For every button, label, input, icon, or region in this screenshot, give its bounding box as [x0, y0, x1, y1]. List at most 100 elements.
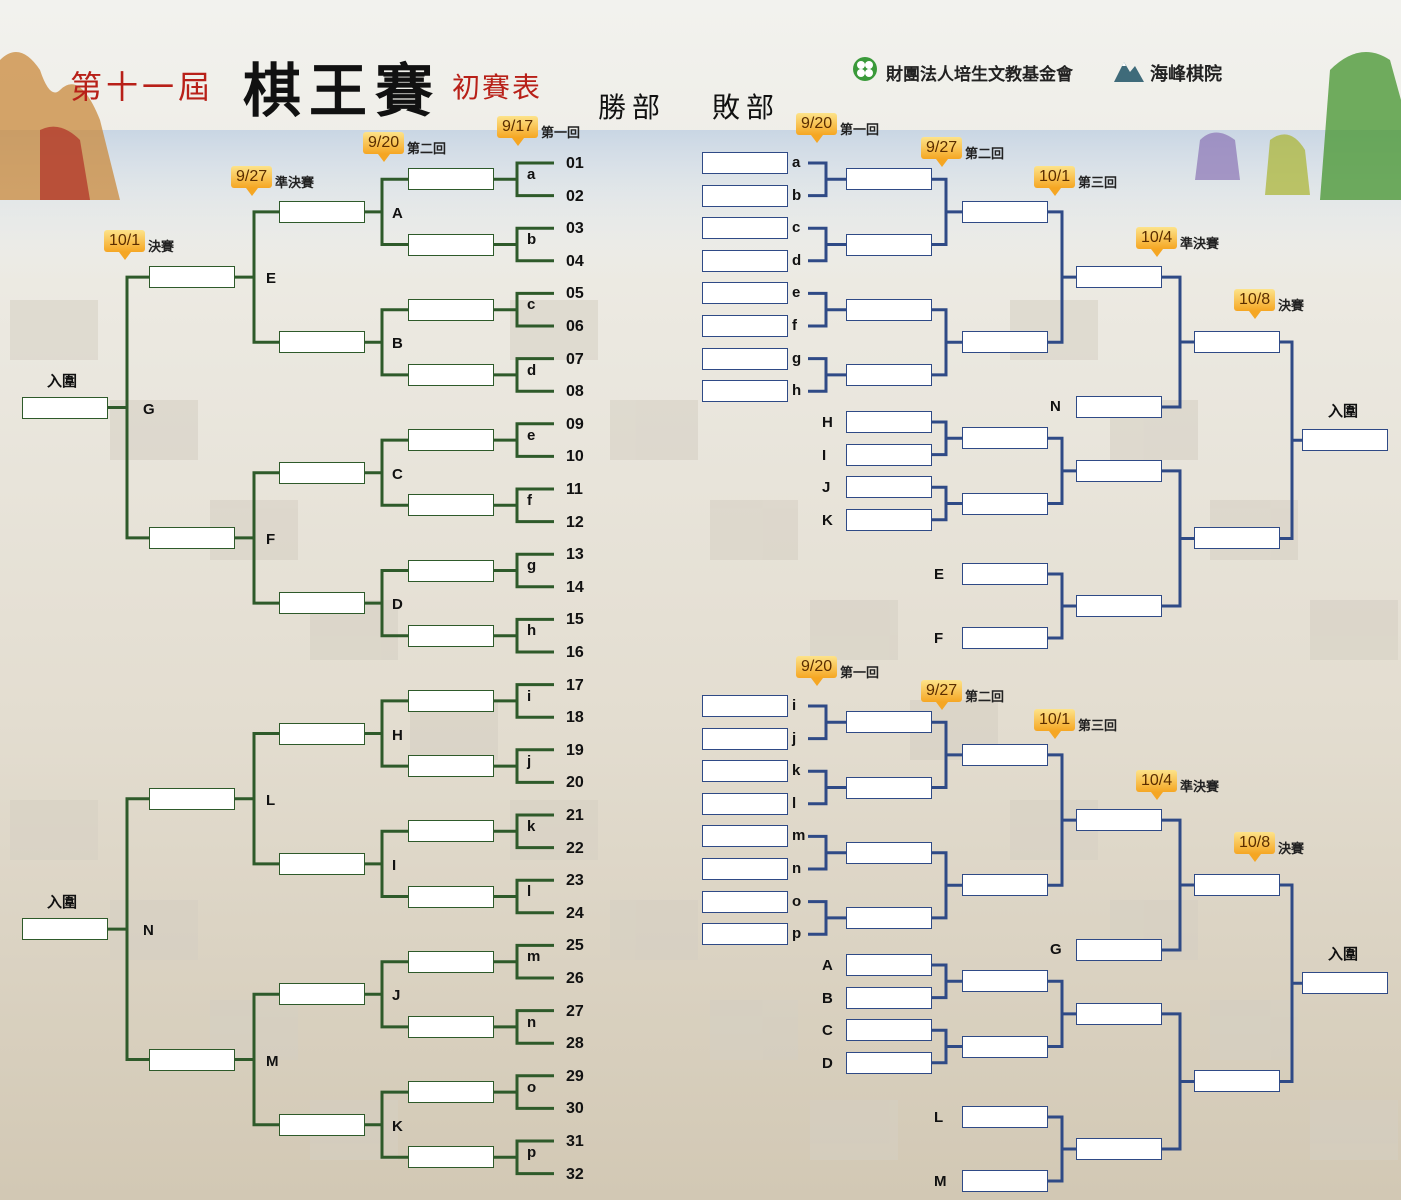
- losers-round1-winner-box[interactable]: [846, 841, 932, 864]
- losers-round3-box[interactable]: [1076, 1138, 1162, 1160]
- losers-entry-box[interactable]: [846, 443, 932, 466]
- winners-round1-box[interactable]: [408, 168, 494, 191]
- winners-round1-box[interactable]: [408, 1015, 494, 1038]
- winners-round1-box[interactable]: [408, 233, 494, 256]
- winners-round1-box[interactable]: [408, 1146, 494, 1169]
- losers-qualifier-box[interactable]: [1302, 972, 1388, 995]
- losers-round1-box[interactable]: [702, 890, 788, 913]
- losers-final-box[interactable]: [1194, 874, 1280, 897]
- losers-entry-box[interactable]: [846, 1019, 932, 1042]
- losers-round1-box[interactable]: [702, 858, 788, 880]
- losers-round2-box[interactable]: [962, 331, 1048, 354]
- losers-round1-box[interactable]: [702, 825, 788, 848]
- player-number: 27: [566, 1002, 584, 1020]
- winners-semifinal-box[interactable]: [149, 526, 235, 549]
- losers-round1-box[interactable]: [702, 184, 788, 207]
- losers-round1-box[interactable]: [702, 315, 788, 337]
- match-label: d: [527, 361, 537, 379]
- losers-round1-box[interactable]: [702, 727, 788, 750]
- losers-round1-winner-box[interactable]: [846, 298, 932, 321]
- losers-round1-box[interactable]: [702, 380, 788, 403]
- winners-round1-box[interactable]: [408, 298, 494, 321]
- losers-round3-box[interactable]: [1076, 266, 1162, 289]
- losers-entry-box[interactable]: [846, 1051, 932, 1074]
- losers-round2-box[interactable]: [962, 743, 1048, 766]
- losers-round1-box[interactable]: [702, 152, 788, 174]
- qualified-label: 入圍: [47, 894, 78, 912]
- losers-round1-winner-box[interactable]: [846, 776, 932, 799]
- losers-qualifier-box[interactable]: [1302, 429, 1388, 452]
- losers-round1-box[interactable]: [702, 282, 788, 305]
- losers-entry-box[interactable]: [962, 563, 1048, 585]
- winners-round1-box[interactable]: [408, 429, 494, 452]
- losers-round2-box[interactable]: [962, 970, 1048, 993]
- losers-round1-box[interactable]: [702, 217, 788, 240]
- winners-round2-box[interactable]: [279, 1113, 365, 1136]
- losers-round1-winner-box[interactable]: [846, 906, 932, 929]
- winners-round1-box[interactable]: [408, 755, 494, 778]
- losers-entry-box[interactable]: [846, 508, 932, 531]
- losers-round2-box[interactable]: [962, 492, 1048, 515]
- winners-round1-box[interactable]: [408, 689, 494, 712]
- losers-round3-box[interactable]: [1076, 595, 1162, 617]
- losers-entry-box[interactable]: [962, 627, 1048, 649]
- losers-final-box[interactable]: [1194, 527, 1280, 550]
- losers-entry-box[interactable]: [846, 986, 932, 1009]
- losers-round2-box[interactable]: [962, 874, 1048, 897]
- losers-entry-box[interactable]: [962, 1170, 1048, 1192]
- winners-round1-box[interactable]: [408, 494, 494, 517]
- losers-round2-box[interactable]: [962, 200, 1048, 223]
- winners-round2-box[interactable]: [279, 331, 365, 354]
- losers-semifinal-entry-box[interactable]: [1076, 939, 1162, 961]
- match-label: o: [527, 1078, 537, 1096]
- bracket-line: [932, 420, 962, 457]
- losers-entry-box[interactable]: [846, 411, 932, 433]
- winners-semifinal-box[interactable]: [149, 266, 235, 289]
- losers-round1-winner-box[interactable]: [846, 363, 932, 386]
- bracket-line: [494, 291, 554, 328]
- winners-round1-box[interactable]: [408, 885, 494, 908]
- losers-round3-box[interactable]: [1076, 459, 1162, 482]
- losers-round1-box[interactable]: [702, 347, 788, 370]
- losers-round2-box[interactable]: [962, 1035, 1048, 1058]
- winners-round2-box[interactable]: [279, 722, 365, 745]
- losers-round2-box[interactable]: [962, 427, 1048, 450]
- winners-round1-box[interactable]: [408, 820, 494, 843]
- losers-entry-box[interactable]: [962, 1106, 1048, 1128]
- losers-round3-box[interactable]: [1076, 1002, 1162, 1025]
- winners-round2-box[interactable]: [279, 200, 365, 223]
- winners-round2-box[interactable]: [279, 592, 365, 615]
- winners-round2-box[interactable]: [279, 983, 365, 1006]
- player-number: 31: [566, 1133, 584, 1150]
- losers-round1-box[interactable]: [702, 760, 788, 783]
- slot-label: f: [792, 317, 797, 334]
- winners-round1-box[interactable]: [408, 559, 494, 582]
- bracket-line: [107, 797, 149, 1061]
- losers-final-box[interactable]: [1194, 1070, 1280, 1093]
- winners-round1-box[interactable]: [408, 624, 494, 647]
- losers-entry-box[interactable]: [846, 954, 932, 976]
- winners-round1-box[interactable]: [408, 1081, 494, 1104]
- losers-final-box[interactable]: [1194, 331, 1280, 354]
- round-date: 10/4: [1136, 227, 1178, 257]
- winners-qualifier-box[interactable]: [22, 918, 108, 941]
- losers-semifinal-entry-box[interactable]: [1076, 396, 1162, 418]
- winners-semifinal-box[interactable]: [149, 1048, 235, 1071]
- losers-round3-box[interactable]: [1076, 809, 1162, 832]
- losers-round1-winner-box[interactable]: [846, 233, 932, 256]
- match-label: i: [527, 687, 532, 705]
- losers-round1-box[interactable]: [702, 695, 788, 717]
- losers-round1-winner-box[interactable]: [846, 168, 932, 191]
- winners-semifinal-box[interactable]: [149, 787, 235, 810]
- winners-round1-box[interactable]: [408, 363, 494, 386]
- winners-round1-box[interactable]: [408, 950, 494, 973]
- winners-round2-box[interactable]: [279, 461, 365, 484]
- losers-entry-box[interactable]: [846, 476, 932, 499]
- losers-round1-box[interactable]: [702, 792, 788, 815]
- winners-round2-box[interactable]: [279, 852, 365, 875]
- losers-round1-winner-box[interactable]: [846, 711, 932, 734]
- losers-round1-box[interactable]: [702, 923, 788, 946]
- winners-qualifier-box[interactable]: [22, 396, 108, 419]
- player-number: 16: [566, 644, 584, 661]
- losers-round1-box[interactable]: [702, 249, 788, 272]
